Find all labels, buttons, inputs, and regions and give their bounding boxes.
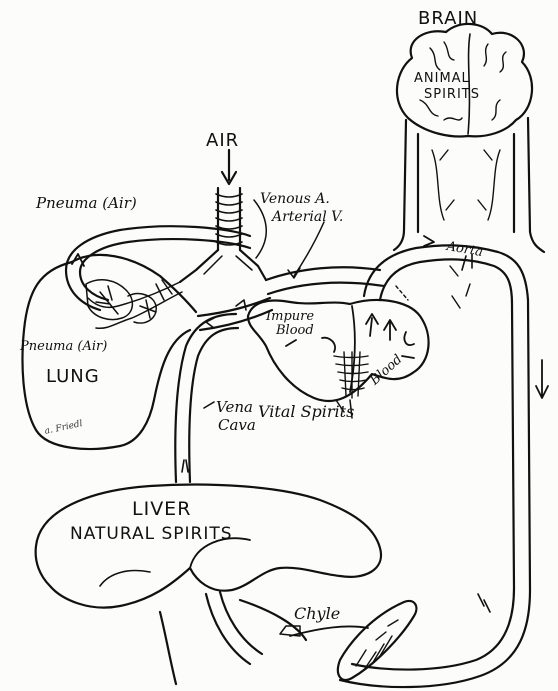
label-impure: Impure [266,310,314,323]
trachea [180,188,266,282]
portal-vessels [160,592,306,684]
label-vital-spirits: Vital Spirits [258,404,354,420]
label-liver: LIVER [132,500,191,519]
liver-outline [36,485,381,608]
pneuma-vessel [66,226,250,310]
label-impure-blood: Blood [276,324,314,337]
label-brain: BRAIN [418,10,478,28]
label-cava: Cava [218,418,256,433]
label-animal: ANIMAL [414,72,470,85]
label-venous-a: Venous A. [260,192,330,206]
bronchial-tree [86,280,182,329]
label-vena: Vena [216,400,253,415]
label-pneuma-top: Pneuma (Air) [36,196,137,211]
label-arterial-v: Arterial V. [272,210,343,224]
brain-vessels [394,118,544,252]
label-natural-spirits: NATURAL SPIRITS [70,526,233,543]
label-pneuma-lung: Pneuma (Air) [20,340,107,353]
air-arrow [222,150,236,184]
label-chyle: Chyle [294,606,340,622]
label-spirits-brain: SPIRITS [424,88,480,101]
label-lung: LUNG [46,368,100,386]
label-air: AIR [206,132,239,150]
aorta [340,236,548,687]
